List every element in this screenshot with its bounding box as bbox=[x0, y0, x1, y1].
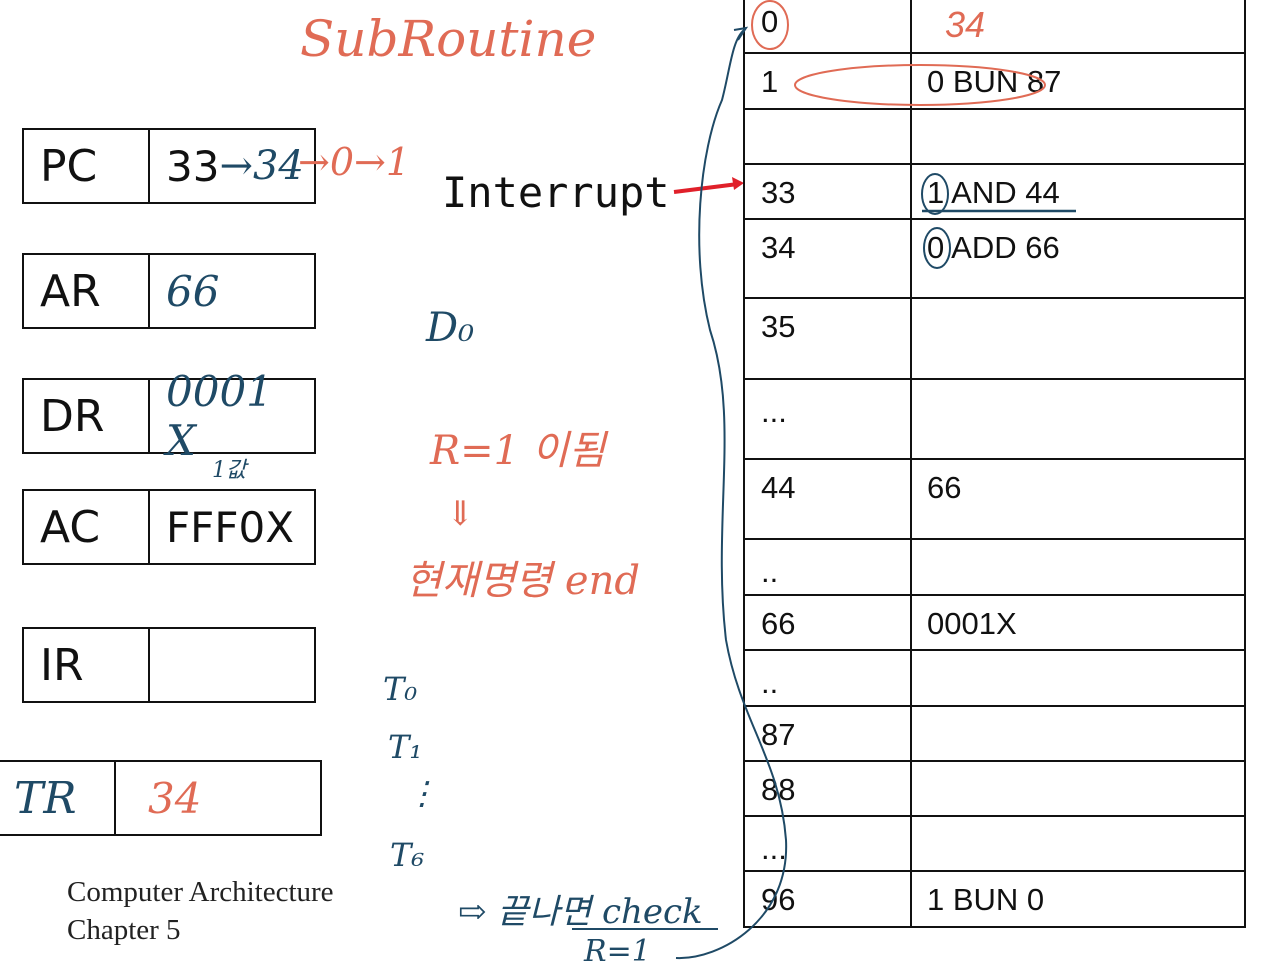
memory-row: 44 66 bbox=[745, 458, 1244, 540]
pc-red-note: →0→1 bbox=[298, 140, 411, 184]
register-ir: IR bbox=[22, 627, 316, 703]
memory-row: .. bbox=[745, 649, 1244, 707]
register-name: AC bbox=[24, 491, 150, 563]
memory-address: ... bbox=[761, 394, 787, 429]
memory-address: 87 bbox=[761, 717, 796, 752]
memory-row: .. bbox=[745, 538, 1244, 596]
memory-content: 0001X bbox=[927, 606, 1017, 641]
memory-content: 34 bbox=[945, 4, 986, 45]
d0-label: D₀ bbox=[426, 305, 475, 351]
interrupt-arrow bbox=[673, 177, 744, 194]
return-curve bbox=[675, 29, 788, 960]
memory-content: 66 bbox=[927, 470, 962, 505]
memory-row: ... bbox=[745, 815, 1244, 872]
register-value: FFF0X bbox=[166, 502, 294, 552]
register-ac: AC FFF0X bbox=[22, 489, 316, 565]
footer-line-1: Computer Architecture bbox=[67, 876, 334, 908]
memory-address: 88 bbox=[761, 772, 796, 807]
memory-row: 35 bbox=[745, 297, 1244, 380]
memory-row: 33 1 AND 44 bbox=[745, 163, 1244, 220]
memory-address: .. bbox=[761, 665, 779, 700]
register-dr: DR 0001 X bbox=[22, 367, 316, 465]
bit-one-circle bbox=[921, 173, 949, 215]
bun-oval bbox=[794, 64, 1046, 106]
memory-address: 0 bbox=[761, 4, 779, 39]
register-name: AR bbox=[24, 255, 150, 327]
memory-address: .. bbox=[761, 554, 779, 589]
register-name: IR bbox=[24, 629, 150, 701]
timing-t0: T₀ bbox=[383, 670, 418, 708]
memory-content: 1 AND 44 bbox=[927, 175, 1060, 210]
memory-row: ... bbox=[745, 378, 1244, 460]
memory-address: 34 bbox=[761, 230, 796, 265]
memory-address: 44 bbox=[761, 470, 796, 505]
memory-address: ... bbox=[761, 831, 787, 866]
memory-address: 33 bbox=[761, 175, 796, 210]
register-name: DR bbox=[24, 380, 150, 452]
down-arrow-note: ⇓ bbox=[446, 494, 475, 534]
footer-line-2: Chapter 5 bbox=[67, 914, 181, 946]
timing-t6: T₆ bbox=[390, 836, 425, 874]
addr-zero-circle bbox=[751, 0, 789, 50]
memory-address: 66 bbox=[761, 606, 796, 641]
r-equals-one-note: R=1 이됨 bbox=[430, 428, 606, 474]
memory-address: 1 bbox=[761, 64, 779, 99]
register-value: 66 bbox=[166, 266, 220, 316]
pc-blue-note: →34 bbox=[219, 143, 304, 189]
check-sub-note: R=1 bbox=[584, 934, 651, 969]
memory-content: 1 BUN 0 bbox=[927, 882, 1045, 917]
register-name: PC bbox=[24, 130, 150, 202]
check-underline bbox=[572, 928, 718, 930]
memory-row: 87 bbox=[745, 705, 1244, 762]
memory-row: 0 34 bbox=[745, 0, 1244, 52]
interrupt-label: Interrupt bbox=[442, 168, 670, 217]
memory-row: 88 bbox=[745, 760, 1244, 817]
timing-t1: T₁ bbox=[388, 728, 423, 766]
memory-address: 35 bbox=[761, 309, 796, 344]
memory-row: 66 0001X bbox=[745, 594, 1244, 651]
memory-row bbox=[745, 108, 1244, 165]
end-note: 현재명령 end bbox=[405, 558, 640, 604]
subroutine-note: SubRoutine bbox=[300, 10, 597, 68]
register-ar: AR 66 bbox=[22, 253, 316, 329]
dr-note-below: 1값 bbox=[212, 458, 247, 483]
register-name: TR bbox=[0, 762, 116, 834]
timing-dots: ⋮ bbox=[406, 774, 438, 812]
bit-zero-circle bbox=[923, 227, 951, 269]
check-note: ⇨ 끝나면 check bbox=[458, 892, 703, 932]
return-curve-head bbox=[733, 26, 749, 41]
register-pc: PC 33 →34 bbox=[22, 128, 316, 204]
register-value: 33 →34 bbox=[166, 141, 304, 191]
memory-row: 1 0 BUN 87 bbox=[745, 52, 1244, 110]
register-value: 34 bbox=[148, 773, 202, 823]
memory-column-divider bbox=[910, 0, 912, 926]
register-tr: TR 34 bbox=[0, 760, 322, 836]
